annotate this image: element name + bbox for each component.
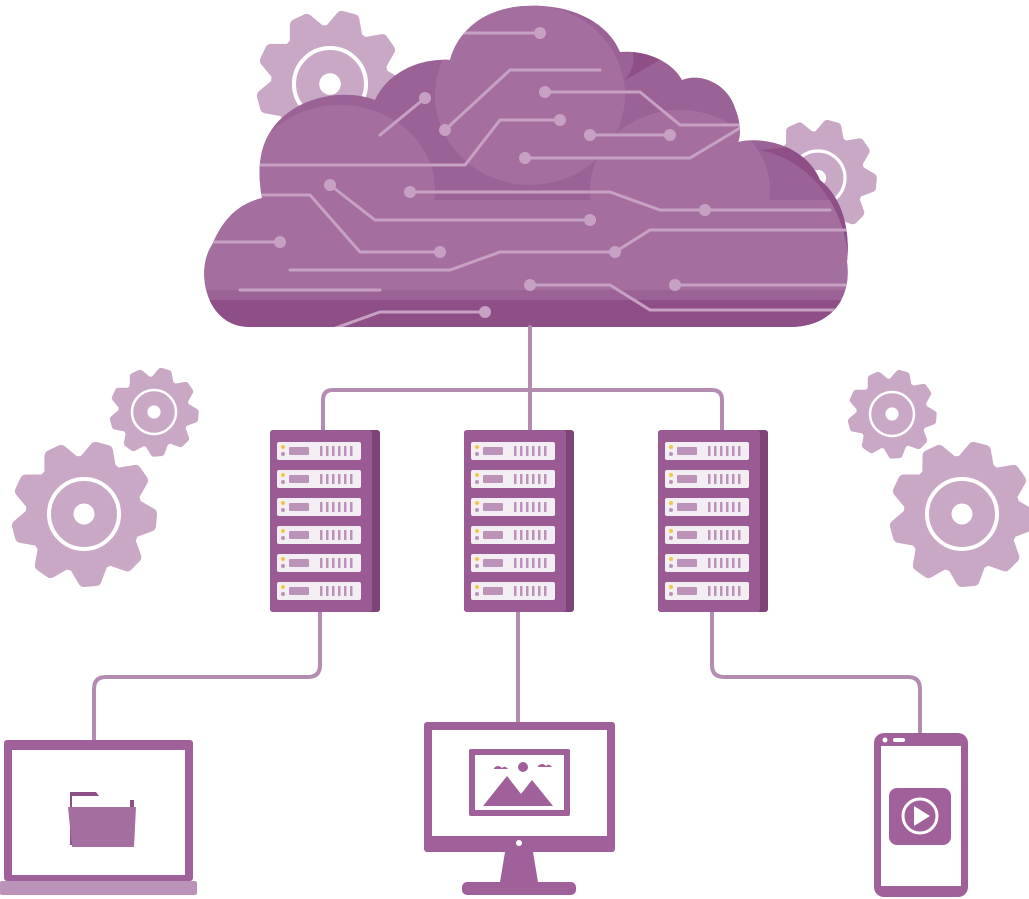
image-icon — [469, 749, 570, 816]
smartphone-icon — [874, 733, 968, 897]
gear-icon — [109, 367, 199, 457]
server-rack-icon — [658, 430, 768, 612]
monitor-icon — [424, 722, 615, 895]
circuit-nodes — [274, 27, 711, 318]
folder-icon — [68, 792, 136, 847]
play-icon — [889, 788, 951, 845]
gear-icon — [847, 369, 937, 459]
laptop-icon — [0, 740, 197, 895]
circuit-traces — [204, 31, 848, 327]
gear-icon — [889, 441, 1029, 588]
server-rack-icon — [464, 430, 574, 612]
server-rack-icon — [270, 430, 380, 612]
gear-icon — [11, 441, 158, 588]
connection-lines — [92, 325, 922, 744]
